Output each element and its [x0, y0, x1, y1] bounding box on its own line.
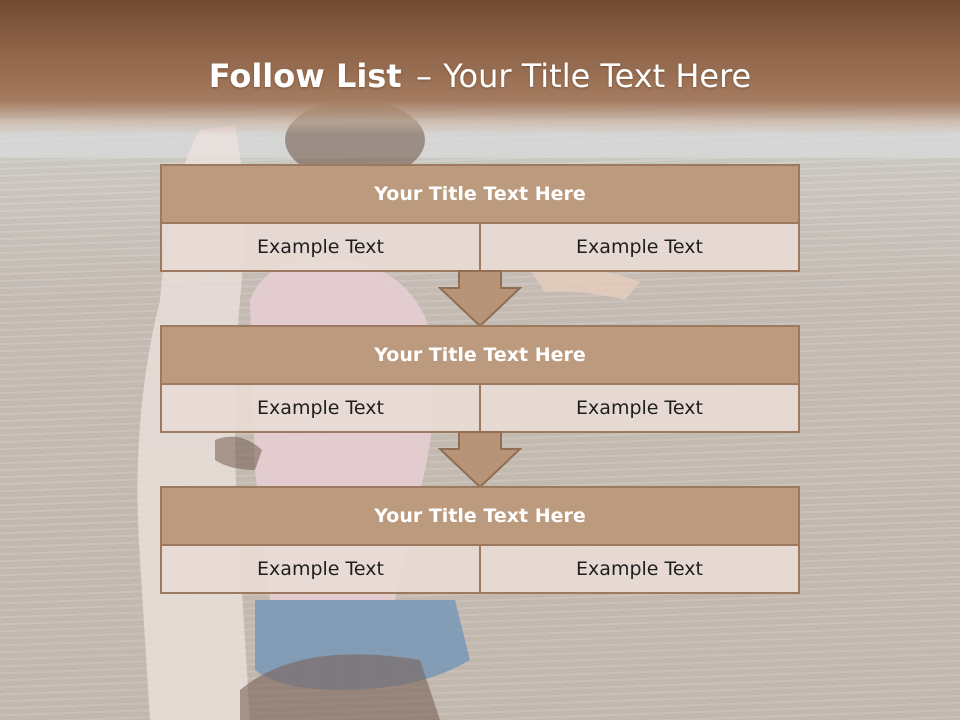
header-band — [0, 0, 960, 135]
slide-title: Follow List–Your Title Text Here — [0, 52, 960, 100]
step-box-2: Your Title Text Here Example Text Exampl… — [160, 325, 800, 433]
step-title: Your Title Text Here — [162, 488, 798, 546]
step-row: Example Text Example Text — [162, 546, 798, 592]
step-cell-left: Example Text — [162, 546, 479, 592]
step-cell-left: Example Text — [162, 385, 479, 431]
step-cell-right: Example Text — [479, 224, 798, 270]
slide-title-bold: Follow List — [208, 57, 402, 95]
step-box-3: Your Title Text Here Example Text Exampl… — [160, 486, 800, 594]
step-box-1: Your Title Text Here Example Text Exampl… — [160, 164, 800, 272]
slide-title-rest: Your Title Text Here — [443, 57, 752, 95]
slide-title-separator: – — [416, 57, 433, 95]
step-title: Your Title Text Here — [162, 327, 798, 385]
down-arrow-icon — [438, 270, 522, 328]
step-cell-right: Example Text — [479, 546, 798, 592]
step-row: Example Text Example Text — [162, 224, 798, 270]
step-row: Example Text Example Text — [162, 385, 798, 431]
step-cell-left: Example Text — [162, 224, 479, 270]
step-title: Your Title Text Here — [162, 166, 798, 224]
step-cell-right: Example Text — [479, 385, 798, 431]
down-arrow-icon — [438, 431, 522, 489]
